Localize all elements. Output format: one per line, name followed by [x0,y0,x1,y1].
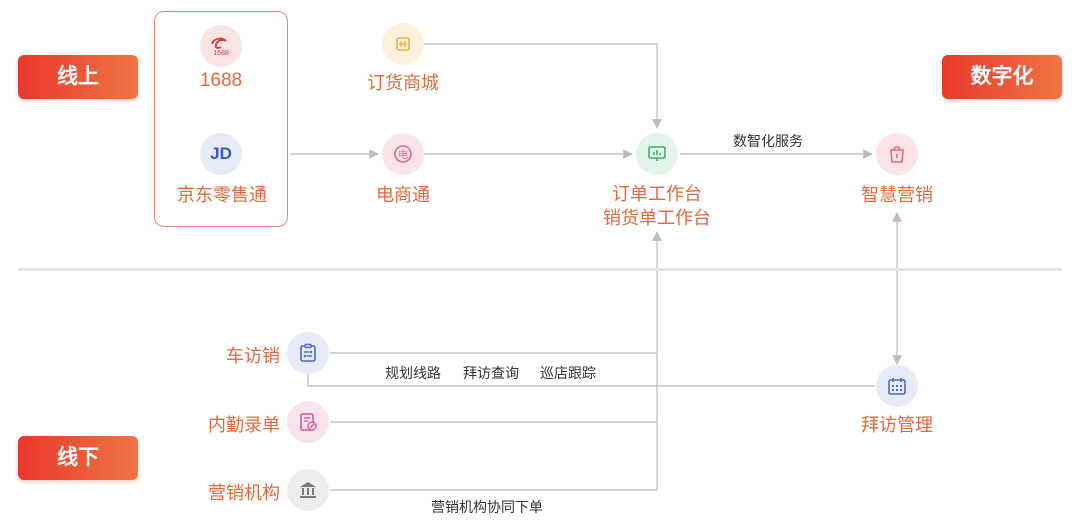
clipboard-route-icon [287,332,329,374]
smart-marketing-label: 智慧营销 [861,185,933,205]
online-tag: 线上 [18,55,138,99]
visit-management-label: 拜访管理 [861,415,933,435]
institution-label: 营销机构 [208,483,280,503]
monitor-chart-icon [636,133,678,175]
svg-text:电: 电 [398,148,408,161]
workbench-label-line1: 订单工作台 [612,184,702,204]
route-plan-label: 规划线路 [385,365,441,381]
ecommerce-icon: 电 [382,133,424,175]
store-tracking-label: 巡店跟踪 [540,365,596,381]
order-mall-label: 订货商城 [367,73,439,93]
institution-collab-label: 营销机构协同下单 [431,499,543,515]
online-offline-divider [18,268,1062,271]
office-order-label: 内勤录单 [208,415,280,435]
form-edit-icon [287,401,329,443]
store-grid-icon [382,23,424,65]
edge-mall-to-workbench [424,43,662,129]
online-sources-box [154,11,288,227]
edge-carvisit-to-visit [307,374,875,387]
source-1688-label: 1688 [199,70,243,91]
workbench-label-line2: 销货单工作台 [603,208,711,228]
digital-tag: 数字化 [942,55,1062,99]
calendar-icon [876,365,918,407]
visit-query-label: 拜访查询 [463,365,519,381]
source-jd-label: 京东零售通 [177,185,267,205]
shopping-bag-icon [876,133,918,175]
digital-service-label: 数智化服务 [733,133,803,149]
jd-logo-icon: JD [200,133,242,175]
jd-logo-text: JD [210,144,232,163]
car-visit-label: 车访销 [226,346,280,366]
ecommerce-label: 电商通 [376,185,430,205]
offline-tag: 线下 [18,436,138,480]
1688-logo-icon: 1688 [200,25,242,67]
svg-text:1688: 1688 [213,50,229,57]
bank-building-icon [287,469,329,511]
